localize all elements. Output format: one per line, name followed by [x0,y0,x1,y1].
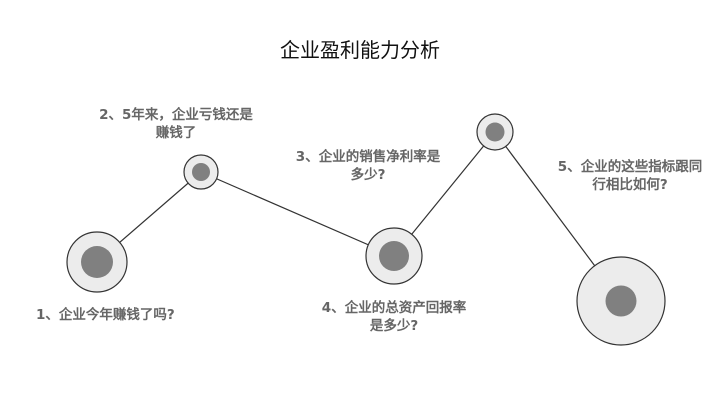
node-2-label-line-1: 2、5年来，企业亏钱还是 [99,107,253,123]
node-5[interactable] [576,256,666,346]
node-3-core [485,122,505,142]
node-4-label-line-1: 4、企业的总资产回报率 [321,300,467,316]
node-2-label-line-2: 赚钱了 [155,125,197,141]
node-4-core [379,241,409,271]
node-1-label-line-1: 1、企业今年赚钱了吗? [36,307,175,323]
node-5-label: 5、企业的这些指标跟同 行相比如何? [548,158,712,194]
node-2-label: 2、5年来，企业亏钱还是 赚钱了 [86,106,266,142]
node-5-core [605,285,637,317]
node-5-label-line-2: 行相比如何? [592,177,668,193]
node-1[interactable] [66,231,128,293]
node-4[interactable] [365,227,423,285]
node-3[interactable] [476,113,514,151]
node-4-label: 4、企业的总资产回报率 是多少? [306,299,482,335]
node-3-label: 3、企业的销售净利率是 多少? [280,148,456,184]
node-2-core [192,163,210,181]
diagram-title: 企业盈利能力分析 [280,38,440,62]
node-5-label-line-1: 5、企业的这些指标跟同 [557,159,703,175]
node-4-label-line-2: 是多少? [369,318,419,334]
node-1-core [81,246,113,278]
node-2[interactable] [183,154,219,190]
connector-2-4 [200,171,395,257]
node-3-label-line-1: 3、企业的销售净利率是 [295,149,441,165]
node-3-label-line-2: 多少? [350,167,386,183]
node-1-label: 1、企业今年赚钱了吗? [36,306,206,324]
